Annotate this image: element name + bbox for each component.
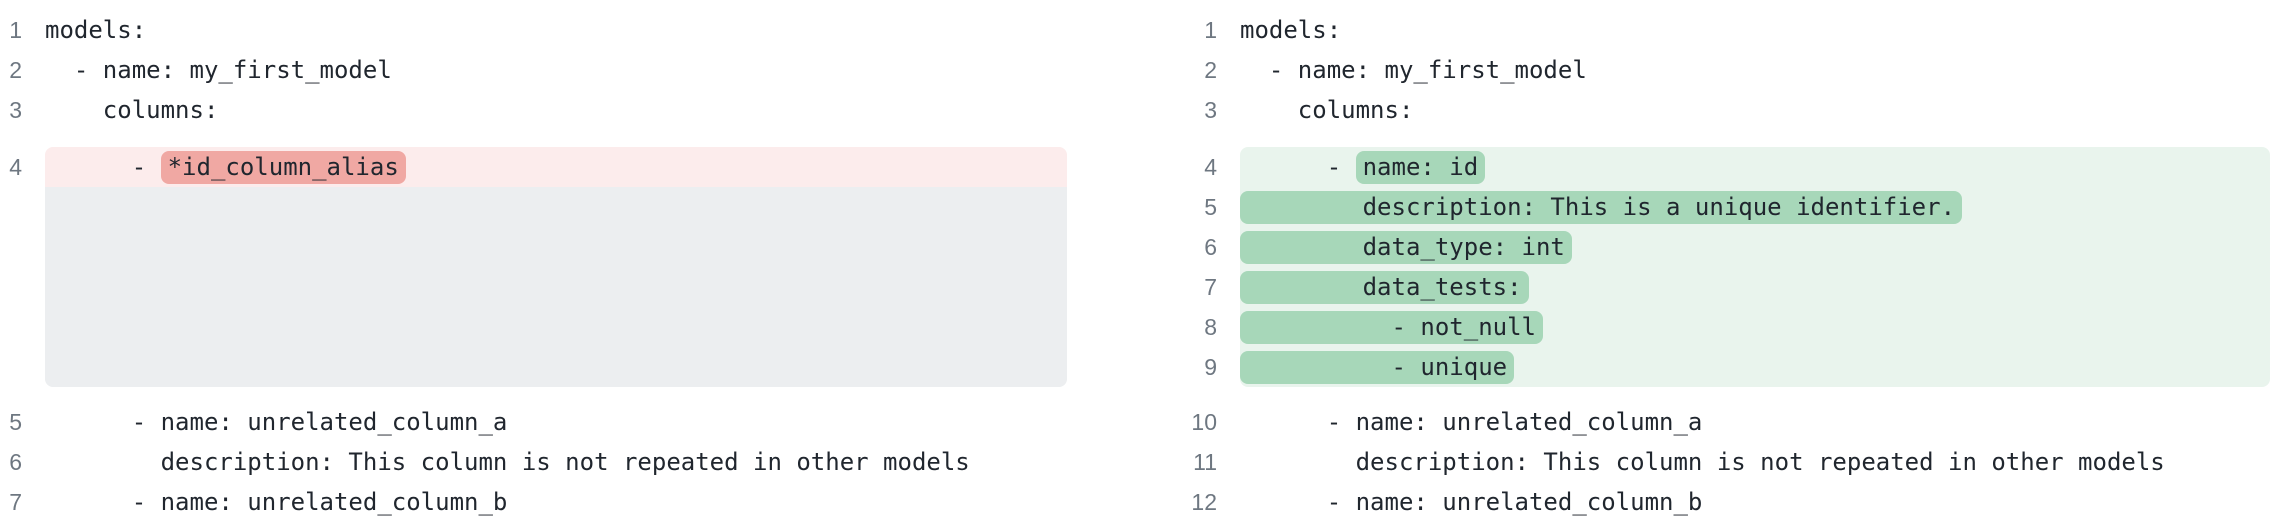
line-number: 6 xyxy=(1204,234,1217,260)
line-number: 11 xyxy=(1193,449,1217,475)
code-text: - name: unrelated_column_b xyxy=(45,488,508,516)
line-number: 4 xyxy=(9,154,22,180)
line-number: 10 xyxy=(1191,409,1217,435)
added-highlight: data_type: int xyxy=(1240,230,1572,264)
block-gap xyxy=(0,130,22,147)
code-text: - name: my_first_model xyxy=(1240,56,1587,84)
added-highlight: - unique xyxy=(1240,350,1515,384)
block-gap xyxy=(45,130,1067,147)
added-highlight: description: This is a unique identifier… xyxy=(1240,190,1963,224)
code-text: description: This column is not repeated… xyxy=(1240,448,2165,476)
removed-change-block: - *id_column_alias xyxy=(45,147,1067,387)
block-gap xyxy=(1240,130,2270,147)
line-number: 5 xyxy=(1204,194,1217,220)
line-number-gutter: 1 2 3 4 5 6 7 xyxy=(0,0,45,522)
code-line: - name: unrelated_column_b xyxy=(45,482,1067,522)
code-column: models: - name: my_first_model columns: … xyxy=(45,0,1075,522)
block-gap xyxy=(1172,387,1217,402)
line-number: 3 xyxy=(9,97,22,123)
added-change-block: - name: id description: This is a unique… xyxy=(1240,147,2270,387)
added-code-line: data_type: int xyxy=(1240,227,2270,267)
diff-panel-before: 1 2 3 4 5 6 7 models: - name: my_first_m… xyxy=(0,0,1075,528)
code-line: models: xyxy=(1240,10,2270,50)
added-code-line: - not_null xyxy=(1240,307,2270,347)
code-text: columns: xyxy=(1240,96,1414,124)
code-line: - name: unrelated_column_b xyxy=(1240,482,2270,522)
code-line: columns: xyxy=(45,90,1067,130)
code-text: models: xyxy=(45,16,147,44)
diff-panel-after: 1 2 3 4 5 6 7 8 9 10 11 12 models: - nam… xyxy=(1172,0,2278,528)
added-highlight: name: id xyxy=(1355,150,1486,184)
line-number: 1 xyxy=(1204,17,1217,43)
line-number: 12 xyxy=(1191,489,1217,515)
block-gap xyxy=(0,387,22,402)
line-number: 9 xyxy=(1204,354,1217,380)
added-code-line: - name: id xyxy=(1240,147,2270,187)
code-column: models: - name: my_first_model columns: … xyxy=(1240,0,2278,522)
code-line: - name: unrelated_column_a xyxy=(45,402,1067,442)
added-code-line: description: This is a unique identifier… xyxy=(1240,187,2270,227)
line-number: 7 xyxy=(1204,274,1217,300)
code-text: - name: unrelated_column_a xyxy=(1240,408,1703,436)
code-line: description: This column is not repeated… xyxy=(45,442,1067,482)
line-number: 6 xyxy=(9,449,22,475)
code-line: - name: my_first_model xyxy=(1240,50,2270,90)
line-number: 7 xyxy=(9,489,22,515)
code-text: models: xyxy=(1240,16,1342,44)
line-number: 2 xyxy=(9,57,22,83)
added-highlight: data_tests: xyxy=(1240,270,1529,304)
code-text: - xyxy=(45,153,161,181)
removed-highlight: *id_column_alias xyxy=(160,150,406,184)
code-line: description: This column is not repeated… xyxy=(1240,442,2270,482)
code-text: description: This column is not repeated… xyxy=(45,448,970,476)
added-highlight: - not_null xyxy=(1240,310,1543,344)
line-number: 8 xyxy=(1204,314,1217,340)
line-number: 2 xyxy=(1204,57,1217,83)
collapsed-placeholder xyxy=(45,187,1067,387)
gutter-placeholder xyxy=(0,187,22,387)
code-text: - name: my_first_model xyxy=(45,56,392,84)
line-number: 4 xyxy=(1204,154,1217,180)
code-line: columns: xyxy=(1240,90,2270,130)
line-number: 1 xyxy=(9,17,22,43)
code-line: - name: my_first_model xyxy=(45,50,1067,90)
code-text: - xyxy=(1240,153,1356,181)
code-text: - name: unrelated_column_a xyxy=(45,408,508,436)
block-gap xyxy=(1240,387,2270,402)
line-number: 3 xyxy=(1204,97,1217,123)
code-text: - name: unrelated_column_b xyxy=(1240,488,1703,516)
block-gap xyxy=(1172,130,1217,147)
code-line: - name: unrelated_column_a xyxy=(1240,402,2270,442)
code-line: models: xyxy=(45,10,1067,50)
block-gap xyxy=(45,387,1067,402)
added-code-line: data_tests: xyxy=(1240,267,2270,307)
line-number: 5 xyxy=(9,409,22,435)
line-number-gutter: 1 2 3 4 5 6 7 8 9 10 11 12 xyxy=(1172,0,1240,522)
removed-code-line: - *id_column_alias xyxy=(45,147,1067,187)
code-text: columns: xyxy=(45,96,219,124)
added-code-line: - unique xyxy=(1240,347,2270,387)
